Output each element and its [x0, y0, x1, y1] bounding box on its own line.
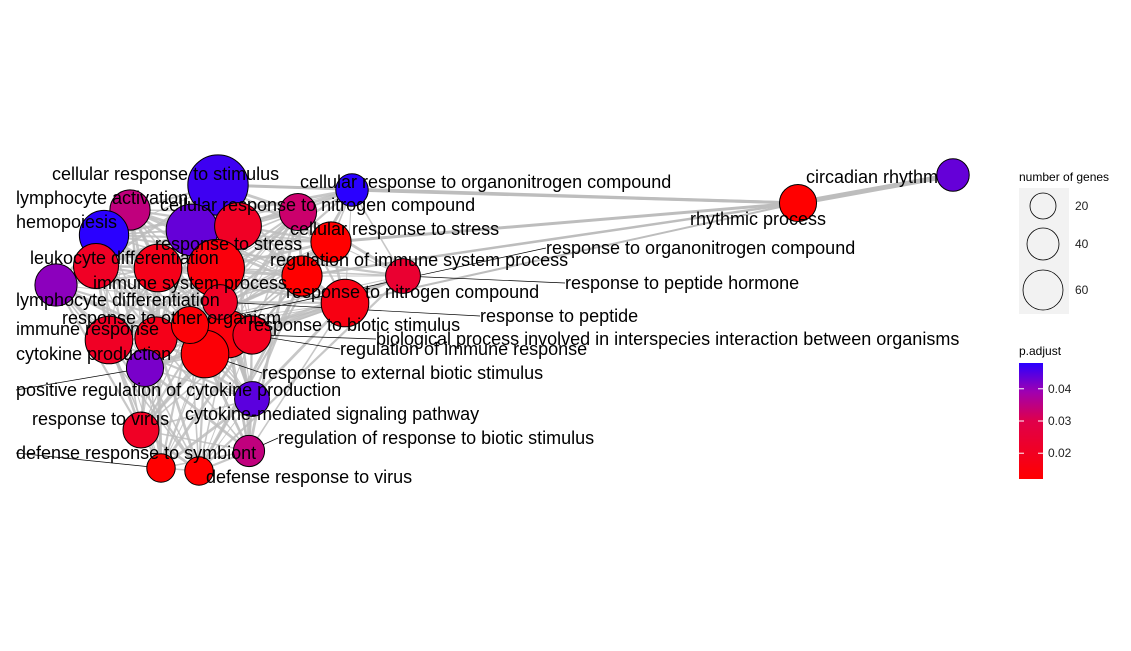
term-node-n8 — [73, 243, 119, 289]
term-node-n24 — [146, 453, 176, 483]
term-label: cellular response to organonitrogen comp… — [300, 172, 671, 192]
network-edge — [351, 188, 799, 205]
term-label: cellular response to nitrogen compound — [160, 195, 475, 215]
term-node-n12 — [34, 263, 78, 307]
term-label: cellular response to stress — [290, 219, 499, 239]
network-edge — [144, 366, 250, 453]
term-label: response to virus — [32, 409, 169, 429]
term-label: hemopoiesis — [16, 212, 117, 232]
term-label: lymphocyte differentiation — [16, 290, 220, 310]
term-label: response to other organism — [62, 308, 281, 328]
label-leader — [402, 275, 566, 284]
color-legend-label: 0.03 — [1048, 414, 1072, 428]
network-edge — [250, 275, 304, 400]
term-label: leukocyte differentiation — [30, 248, 219, 268]
term-node-n14 — [320, 278, 370, 328]
term-node-n22 — [122, 411, 160, 449]
term-node-n17 — [232, 315, 272, 355]
term-node-n15 — [84, 315, 134, 365]
term-label: immune response — [16, 319, 159, 339]
term-label: response to external biotic stimulus — [262, 363, 543, 383]
size-legend-circle — [1029, 192, 1057, 220]
term-label: biological process involved in interspec… — [376, 329, 959, 349]
term-label: cytokine production — [16, 344, 171, 364]
network-edge — [330, 201, 799, 244]
label-leader — [15, 367, 146, 391]
color-legend-label: 0.04 — [1048, 382, 1072, 396]
label-leader — [189, 247, 547, 326]
term-node-n23 — [232, 434, 266, 468]
term-label: circadian rhythm — [806, 167, 938, 187]
network-edge — [55, 283, 206, 356]
term-node-n20 — [125, 348, 165, 388]
term-node-n2 — [335, 173, 369, 207]
network-edge — [301, 201, 799, 278]
size-legend-title: number of genes — [1019, 170, 1109, 184]
term-label: defense response to virus — [206, 467, 412, 487]
term-label: positive regulation of cytokine producti… — [16, 380, 341, 400]
network-edge — [55, 283, 191, 327]
term-label: lymphocyte activation — [16, 188, 188, 208]
term-label: response to biotic stimulus — [248, 315, 460, 335]
term-node-n26 — [170, 305, 210, 345]
term-label: response to organonitrogen compound — [546, 238, 855, 258]
color-legend-keys: 0.04 0.03 0.02 — [1019, 382, 1072, 460]
term-label: regulation of immune response — [340, 339, 587, 359]
term-label: defense response to symbiont — [16, 443, 256, 463]
term-label: rhythmic process — [690, 209, 826, 229]
term-node-n7 — [310, 221, 352, 263]
node-layer — [34, 154, 970, 486]
network-edge — [144, 367, 200, 472]
network-edge — [103, 233, 332, 244]
term-node-n29 — [778, 183, 818, 223]
color-legend-title: p.adjust — [1019, 344, 1062, 358]
term-label: regulation of response to biotic stimulu… — [278, 428, 594, 448]
size-legend-circle — [1026, 227, 1060, 261]
term-label: immune system process — [93, 273, 287, 293]
network-edge — [797, 172, 954, 206]
term-label: response to peptide hormone — [565, 273, 799, 293]
term-label: response to nitrogen compound — [286, 282, 539, 302]
network-edge — [198, 275, 404, 472]
term-node-n11 — [281, 255, 323, 297]
network-edge — [344, 202, 799, 304]
term-node-n25 — [184, 456, 214, 486]
legend: number of genes 20 40 60 p.adjust 0.04 0.03… — [1019, 170, 1109, 479]
label-leader — [15, 452, 162, 469]
network-edge — [219, 241, 332, 303]
node-label-layer: cellular response to stimulus cellular re… — [16, 164, 959, 487]
term-node-n27 — [385, 258, 421, 294]
size-legend-label: 20 — [1075, 199, 1089, 213]
term-label: regulation of immune system process — [270, 250, 568, 270]
term-label: cytokine-mediated signaling pathway — [185, 404, 479, 424]
network-edge — [140, 324, 191, 431]
term-label: cellular response to stimulus — [52, 164, 279, 184]
term-node-n13 — [133, 243, 183, 293]
size-legend-label: 40 — [1075, 237, 1089, 251]
color-legend-label: 0.02 — [1048, 446, 1072, 460]
term-node-n28 — [202, 284, 238, 320]
size-legend-circle — [1022, 269, 1064, 311]
term-label: response to peptide — [480, 306, 638, 326]
size-legend-keys: 20 40 60 — [1022, 192, 1089, 311]
term-label: response to stress — [155, 234, 302, 254]
term-node-n30 — [936, 158, 970, 192]
term-node-n4 — [278, 192, 318, 232]
term-node-n21 — [234, 381, 270, 417]
network-edge — [140, 398, 253, 431]
size-legend-label: 60 — [1075, 283, 1089, 297]
